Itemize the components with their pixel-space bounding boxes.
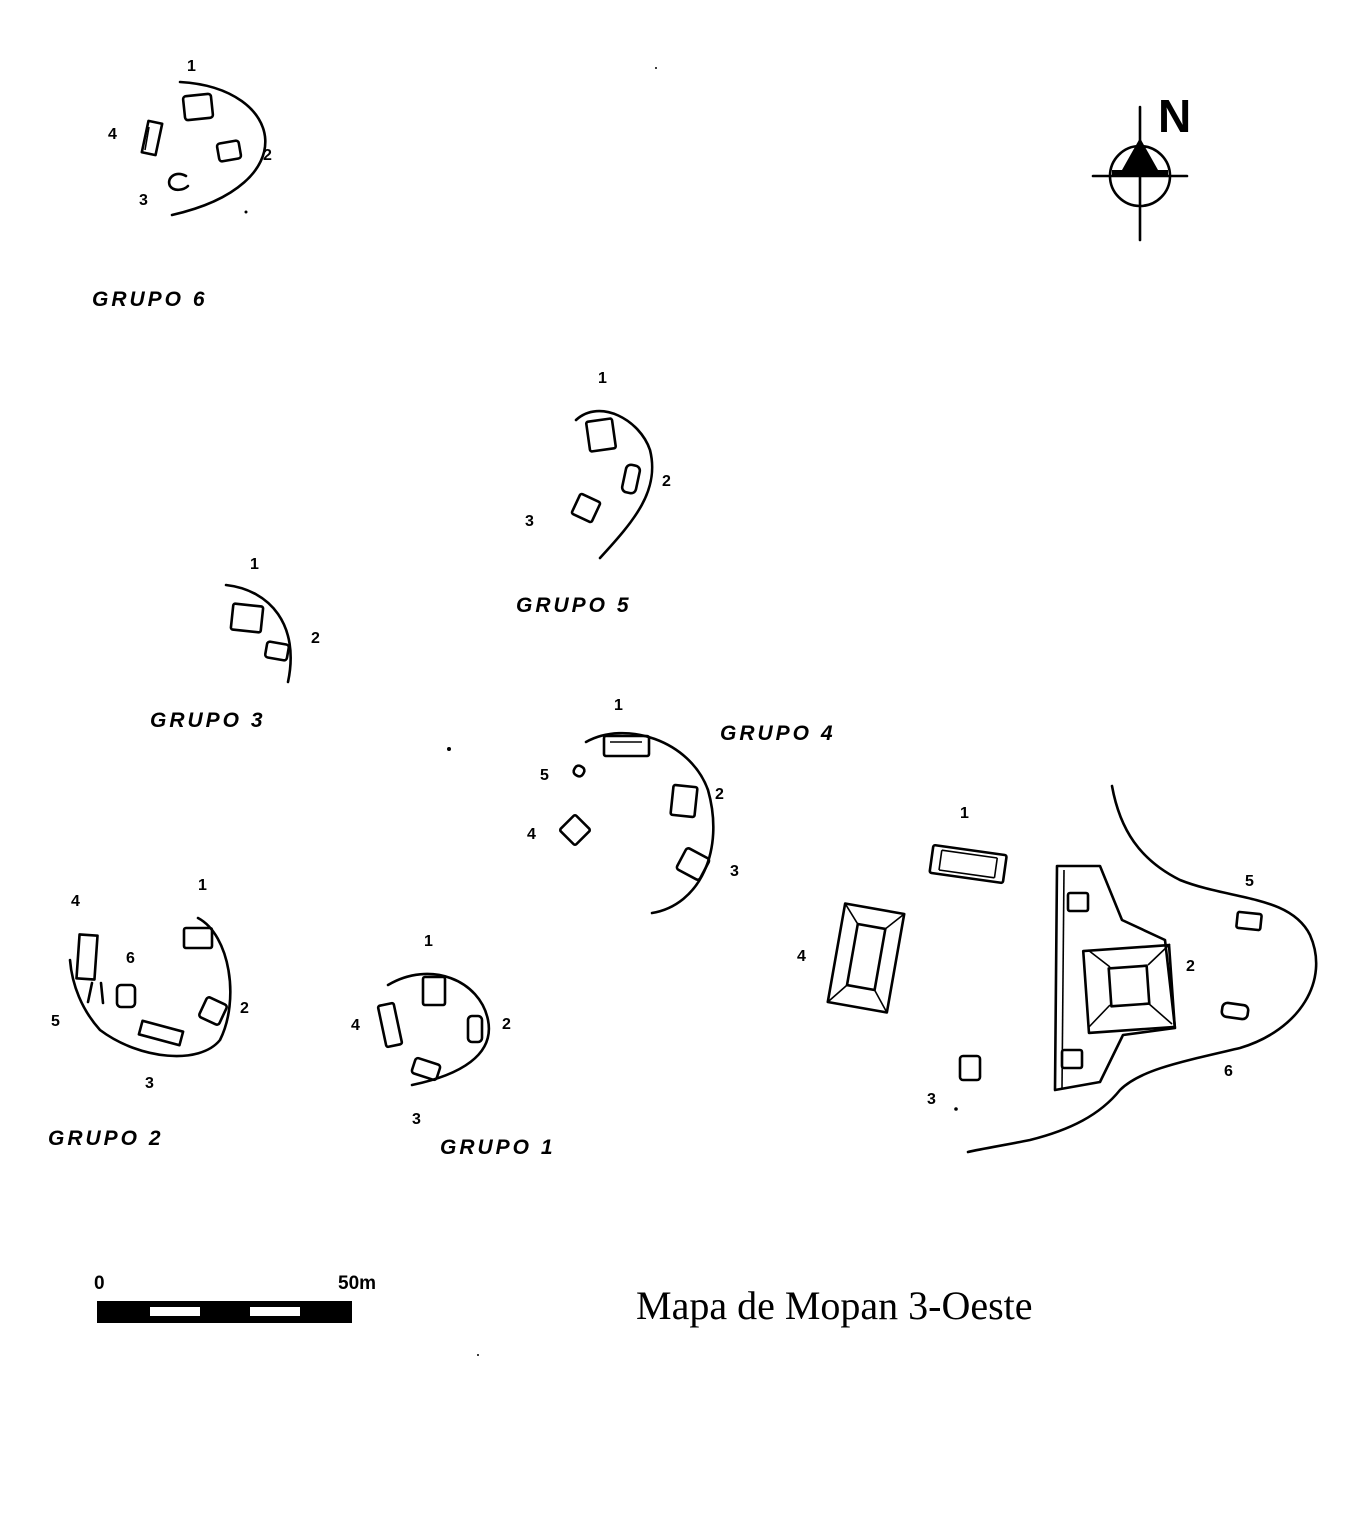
- structure-4-2-number: 2: [715, 786, 724, 803]
- structure-main-3: [958, 1054, 982, 1082]
- structure-main-6-number: 6: [1224, 1063, 1233, 1080]
- structure-3-2: [263, 640, 291, 662]
- structure-2-1: [182, 926, 214, 950]
- structure-5-2-number: 2: [662, 473, 671, 490]
- structure-main-3-number: 3: [927, 1091, 936, 1108]
- structure-6-3: [167, 172, 190, 192]
- structure-4-1: [602, 734, 651, 758]
- structure-4-4-number: 4: [527, 826, 536, 843]
- structure-3-2-number: 2: [311, 630, 320, 647]
- structure-1-2-number: 2: [502, 1016, 511, 1033]
- structure-6-2-number: 2: [263, 147, 272, 164]
- structure-2-2: [198, 996, 228, 1026]
- scale-bar: 0 50m: [94, 1273, 376, 1323]
- structure-2-3: [137, 1019, 185, 1047]
- grupo-6-boundary: [170, 80, 267, 217]
- structure-1-1: [421, 975, 447, 1007]
- grupo-4-boundary: [584, 731, 715, 915]
- scan-speck: [477, 1354, 479, 1356]
- structure-6-4-number: 4: [108, 126, 117, 143]
- scan-speck: [244, 210, 248, 214]
- structure-4-5-number: 5: [540, 767, 549, 784]
- structure-main-1: [928, 843, 1008, 885]
- structure-5-1: [584, 417, 618, 453]
- grupo-3-boundary: [224, 583, 292, 684]
- grupo-6-label: GRUPO 6: [92, 288, 208, 311]
- structure-1-1-number: 1: [424, 933, 433, 950]
- grupo-5: 1 2 3 GRUPO 5: [516, 370, 671, 617]
- structure-main-2-number: 2: [1186, 958, 1195, 975]
- structure-3-1-number: 1: [250, 556, 259, 573]
- structure-6-1-number: 1: [187, 58, 196, 75]
- structure-5-3-number: 3: [525, 513, 534, 530]
- structure-4-3-number: 3: [730, 863, 739, 880]
- scale-bar-end-label: 50m: [338, 1273, 376, 1294]
- structure-main-6: [1220, 1001, 1250, 1021]
- structure-4-2: [669, 783, 699, 819]
- grupo-5-boundary: [574, 409, 654, 560]
- main-plaza-boundary: [966, 784, 1318, 1154]
- north-arrow-icon: N: [1091, 90, 1191, 242]
- structure-5-3: [570, 492, 602, 524]
- map-title: Mapa de Mopan 3-Oeste: [636, 1283, 1033, 1328]
- structure-5-2: [620, 463, 642, 495]
- structure-1-4: [376, 1001, 404, 1049]
- structure-6-1: [181, 92, 215, 122]
- structure-6-3-number: 3: [139, 192, 148, 209]
- structure-1-3-number: 3: [412, 1111, 421, 1128]
- structure-5-1-number: 1: [598, 370, 607, 387]
- structure-main-1-number: 1: [960, 805, 969, 822]
- grupo-1: 1 2 3 4 GRUPO 1: [351, 933, 556, 1159]
- structure-main-5: [1235, 910, 1263, 932]
- grupo-4-label: GRUPO 4: [720, 722, 836, 745]
- structure-2-2-number: 2: [240, 1000, 249, 1017]
- structure-2-1-number: 1: [198, 877, 207, 894]
- structure-2-3-number: 3: [145, 1075, 154, 1092]
- structure-2-6-number: 6: [126, 950, 135, 967]
- structure-3-1: [229, 602, 265, 634]
- structure-main-4-number: 4: [797, 948, 806, 965]
- structure-4-4: [558, 813, 592, 847]
- structure-1-3: [410, 1056, 442, 1082]
- structure-1-2: [466, 1014, 484, 1044]
- scale-bar-start-label: 0: [94, 1273, 105, 1294]
- grupo-2-boundary: [68, 916, 232, 1058]
- grupo-4: 1 2 3 4 5 GRUPO 4: [447, 697, 836, 915]
- scan-speck: [655, 67, 657, 69]
- structure-main-5-number: 5: [1245, 873, 1254, 890]
- grupo-1-boundary: [386, 972, 491, 1087]
- structure-2-4-number: 4: [71, 893, 80, 910]
- structure-main-2: [1053, 864, 1177, 1092]
- structure-4-5: [572, 764, 586, 778]
- grupo-3: 1 2 GRUPO 3: [150, 556, 320, 732]
- structure-2-5: [86, 981, 105, 1005]
- structure-main-4: [826, 902, 906, 1014]
- structure-2-5-number: 5: [51, 1013, 60, 1030]
- survey-point-marker: [954, 1107, 958, 1111]
- structure-6-4: [140, 119, 164, 157]
- north-label: N: [1158, 90, 1191, 142]
- structure-6-2: [215, 139, 243, 163]
- grupo-2: 1 2 3 4 5 6 GRUPO 2: [48, 877, 249, 1150]
- structure-2-4: [75, 933, 99, 981]
- survey-point-marker: [447, 747, 451, 751]
- structure-4-1-number: 1: [614, 697, 623, 714]
- grupo-2-label: GRUPO 2: [48, 1127, 164, 1150]
- structure-2-6: [115, 983, 137, 1009]
- structure-1-4-number: 4: [351, 1017, 360, 1034]
- grupo-3-label: GRUPO 3: [150, 709, 266, 732]
- main-plaza-group: 1 2 3 4 5 6: [797, 784, 1318, 1154]
- grupo-1-label: GRUPO 1: [440, 1136, 556, 1159]
- structure-4-3: [675, 847, 711, 881]
- grupo-5-label: GRUPO 5: [516, 594, 632, 617]
- grupo-6: 1 2 3 4 GRUPO 6: [92, 58, 272, 311]
